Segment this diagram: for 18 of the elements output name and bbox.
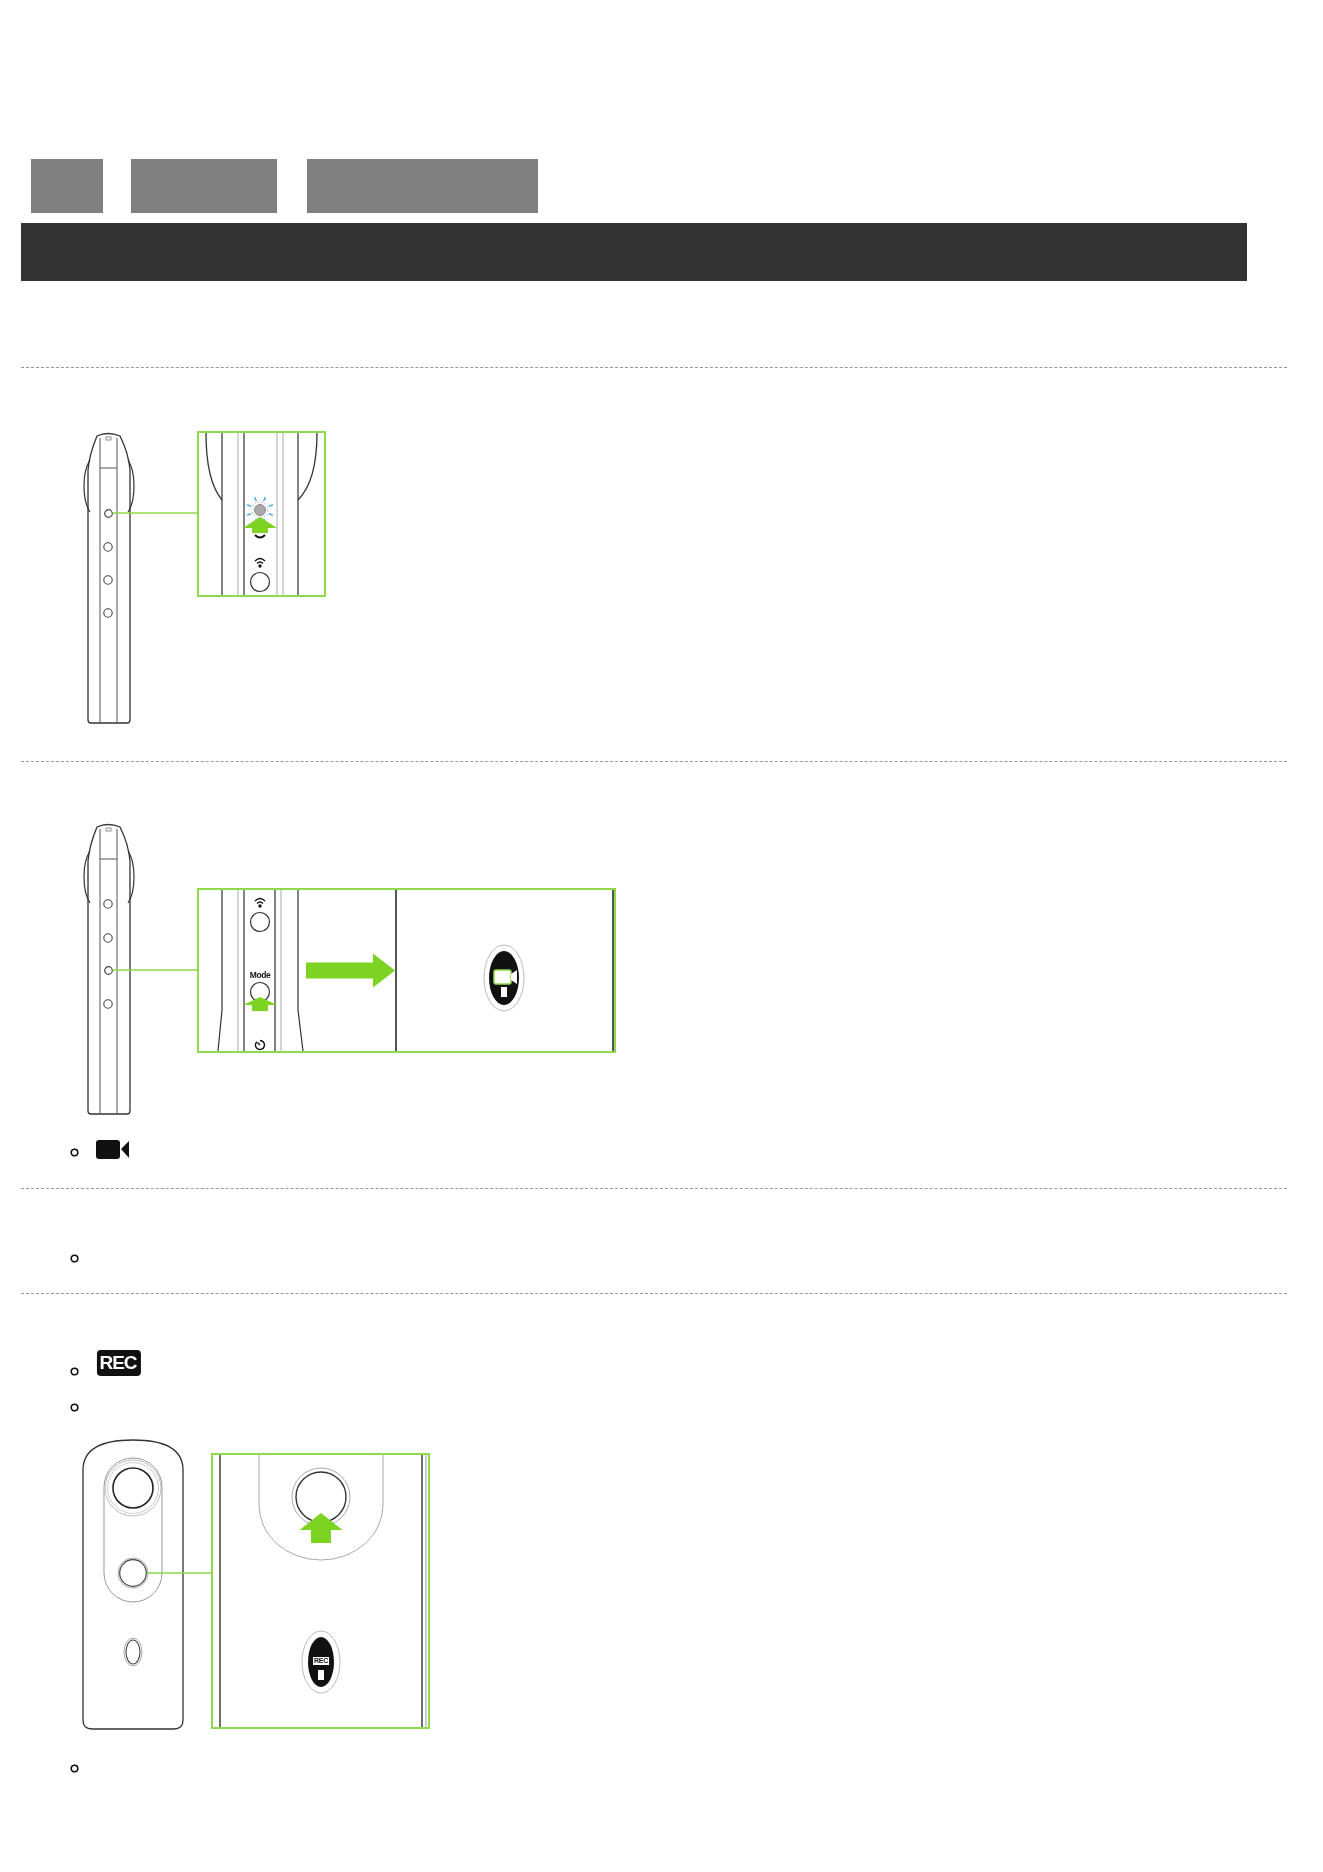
button-closeup-drawing bbox=[215, 890, 306, 1051]
button-label: Mode bbox=[249, 970, 271, 980]
closeup-inset bbox=[197, 431, 326, 597]
camera-button bbox=[119, 1559, 147, 1587]
breadcrumb-tab bbox=[131, 159, 277, 213]
arrow bbox=[306, 953, 395, 988]
title-bar bbox=[21, 223, 1247, 281]
closeup-inset bbox=[211, 1453, 430, 1729]
leader-line bbox=[111, 512, 198, 514]
camera-button bbox=[103, 965, 113, 975]
leader-line bbox=[146, 1572, 212, 1574]
camera-button bbox=[103, 508, 113, 518]
breadcrumb-tab bbox=[31, 159, 103, 213]
closeup-inset bbox=[197, 888, 616, 1053]
breadcrumb-tab bbox=[307, 159, 538, 213]
indicator-label: REC bbox=[96, 1349, 141, 1376]
lamp-closeup-panel bbox=[395, 890, 614, 1051]
leader-line bbox=[111, 969, 198, 971]
